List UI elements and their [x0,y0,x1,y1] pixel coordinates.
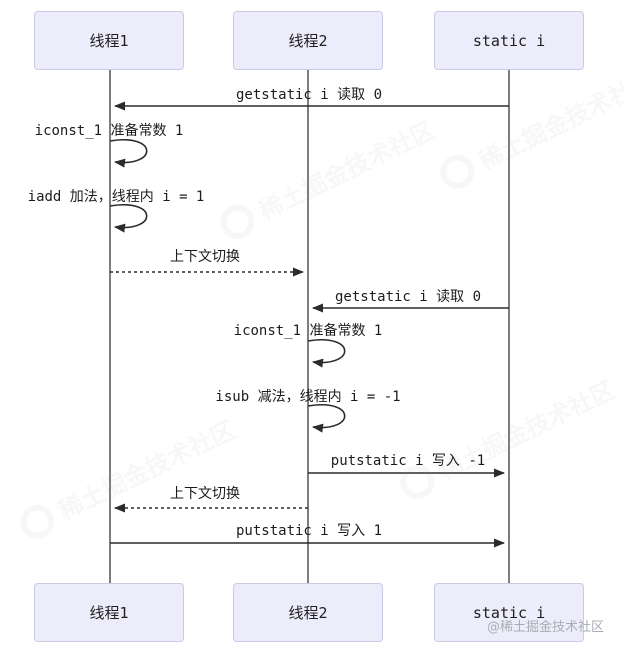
watermark-logo-icon [214,198,260,245]
actor-thread1-top: 线程1 [34,11,184,70]
actor-label: 线程2 [288,32,328,50]
actor-thread2-top: 线程2 [233,11,383,70]
background-watermark: 稀土掘金技术社区 [14,410,240,545]
message-label-iconst1-thread1: iconst_1 准备常数 1 [34,123,184,139]
actor-label: static i [472,603,546,622]
background-watermark: 稀土掘金技术社区 [394,370,620,505]
actor-label: 线程2 [288,604,328,622]
actor-thread1-bottom: 线程1 [34,583,184,642]
message-label-getstatic-read0-thread1: getstatic i 读取 0 [235,87,383,103]
message-label-putstatic-1: putstatic i 写入 1 [235,523,383,539]
message-label-context-switch-1: 上下文切换 [170,249,240,265]
background-watermark: 稀土掘金技术社区 [434,60,624,195]
site-watermark: @稀土掘金技术社区 [487,620,605,635]
message-label-iconst1-thread2: iconst_1 准备常数 1 [233,323,383,339]
actor-label: 线程1 [89,604,129,622]
self-loop-isub-thread2 [307,404,346,433]
actor-static-i-top: static i [434,11,584,70]
self-loop-iconst1-thread1 [109,139,148,168]
message-label-putstatic-minus1: putstatic i 写入 -1 [330,453,486,469]
message-label-iadd-thread1: iadd 加法，线程内 i = 1 [27,189,205,205]
message-label-isub-thread2: isub 减法，线程内 i = -1 [215,389,401,405]
message-label-getstatic-read0-thread2: getstatic i 读取 0 [334,289,482,305]
background-watermark: 稀土掘金技术社区 [214,110,440,245]
actor-thread2-bottom: 线程2 [233,583,383,642]
self-loop-iconst1-thread2 [307,339,346,368]
watermark-logo-icon [14,498,60,545]
actor-label: static i [472,31,546,50]
watermark-text: 稀土掘金技术社区 [474,65,624,176]
watermark-text: 稀土掘金技术社区 [54,415,240,526]
self-loop-iadd-thread1 [109,204,148,233]
actor-static-i-bottom: static i [434,583,584,642]
actor-label: 线程1 [89,32,129,50]
watermark-logo-icon [434,148,480,195]
watermark-text: 稀土掘金技术社区 [254,115,440,226]
message-label-context-switch-2: 上下文切换 [170,486,240,502]
